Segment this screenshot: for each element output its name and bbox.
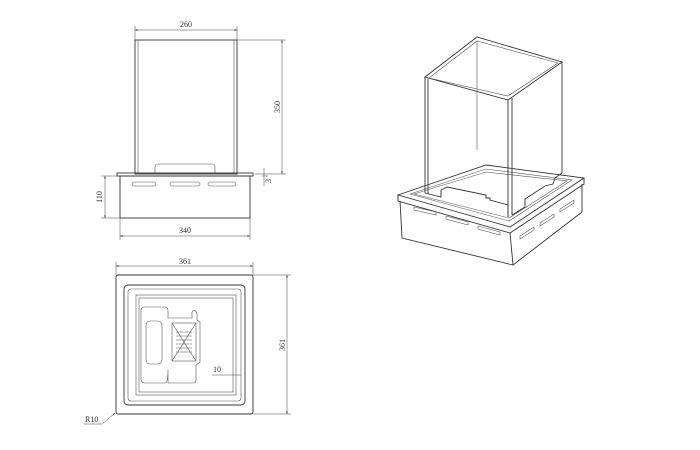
front-view: 260 350 3 110 340	[95, 20, 286, 240]
dim-350: 350	[273, 101, 282, 113]
burner-grid	[171, 322, 197, 362]
handle-cutout	[154, 163, 216, 174]
base-box	[119, 175, 251, 219]
base-top	[396, 164, 586, 228]
dim-10: 10	[213, 365, 221, 374]
vent-slot	[131, 181, 157, 187]
outer-frame	[115, 274, 254, 415]
box-top-rim	[424, 36, 564, 101]
fuel-container	[145, 320, 163, 365]
dim-r10: R10	[85, 415, 98, 424]
vent-slot	[169, 181, 201, 187]
top-view: 361 361 10 R10	[84, 257, 291, 425]
vent-slot	[207, 181, 237, 187]
dim-340: 340	[179, 226, 191, 235]
dim-3: 3	[264, 179, 273, 183]
dim-361-width: 361	[179, 257, 191, 266]
dim-110: 110	[95, 191, 104, 203]
inner-frame	[123, 284, 246, 406]
dim-361-height: 361	[278, 339, 287, 351]
dim-260: 260	[180, 20, 192, 29]
isometric-view	[396, 36, 586, 266]
burner-outline	[140, 306, 201, 384]
top-panel	[134, 39, 238, 175]
